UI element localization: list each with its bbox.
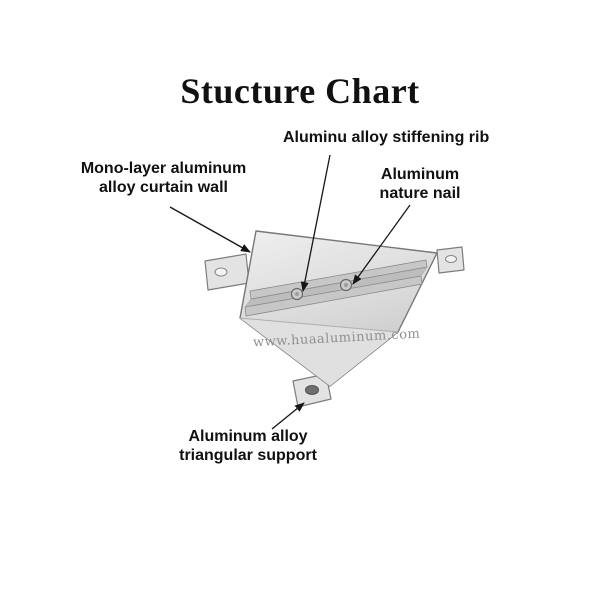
page-title: Stucture Chart [180, 71, 420, 111]
nature-nail-right [339, 278, 353, 292]
leader-arrows [169, 154, 411, 430]
nature-nail-left [290, 287, 304, 301]
triangular-support-tab [292, 373, 332, 408]
label-nature-nail: Aluminum nature nail [379, 166, 461, 202]
mounting-tab-left [204, 253, 250, 291]
arrow-to-support-tab [271, 402, 305, 430]
label-triangular-support: Aluminum alloy triangular support [179, 428, 317, 464]
arrow-to-curtain-wall [169, 206, 251, 253]
mounting-tab-right [436, 246, 465, 274]
arrow-to-stiffening-rib [300, 154, 331, 292]
arrow-to-nature-nail [352, 204, 411, 285]
label-stiffening-rib: Aluminu alloy stiffening rib [283, 129, 490, 146]
label-curtain-wall: Mono-layer aluminum alloy curtain wall [80, 160, 247, 196]
